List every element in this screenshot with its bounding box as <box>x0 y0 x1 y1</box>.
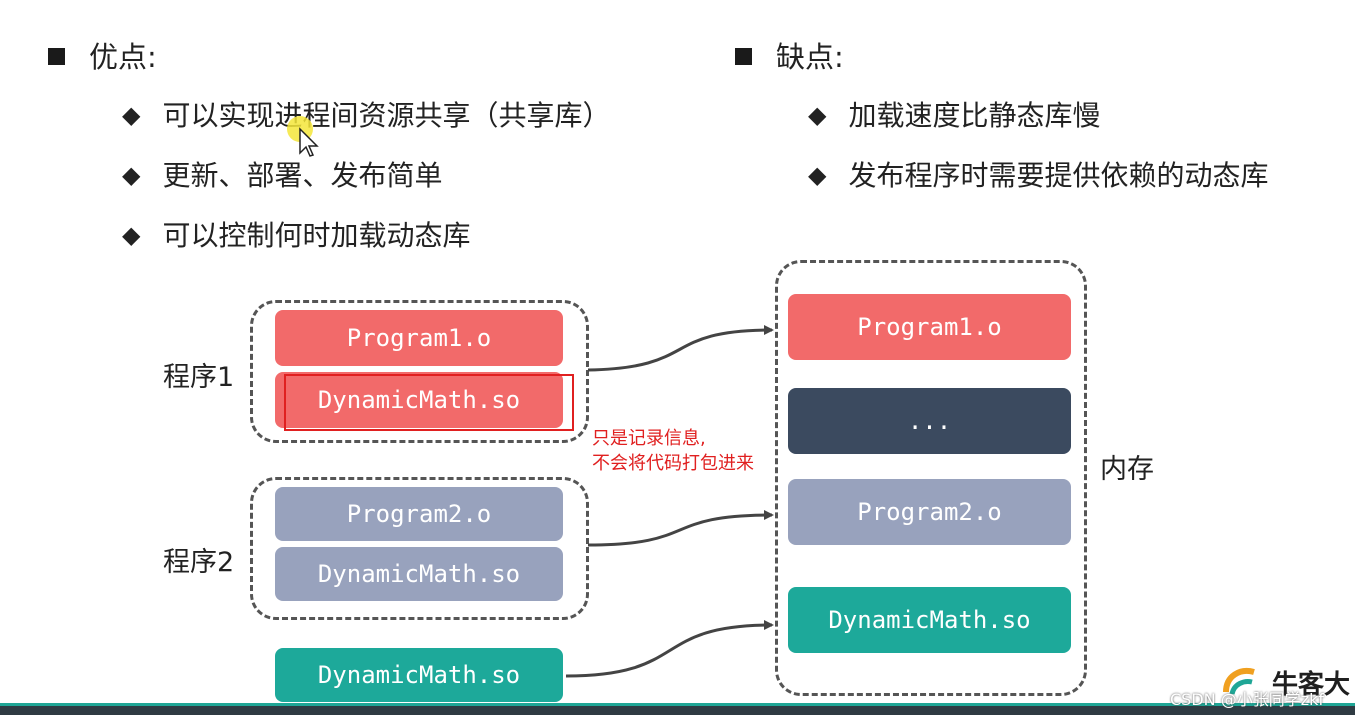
disadvantage-item-text: 发布程序时需要提供依赖的动态库 <box>848 159 1269 192</box>
diamond-bullet-icon: ◆ <box>808 101 827 129</box>
advantage-item-text: 可以控制何时加载动态库 <box>162 219 471 252</box>
annotation-note: 只是记录信息, 不会将代码打包进来 <box>592 426 754 476</box>
advantage-item: ◆ 更新、部署、发布简单 <box>122 154 442 194</box>
highlight-box <box>284 374 574 431</box>
program2-group <box>250 477 589 620</box>
advantage-item: ◆ 可以控制何时加载动态库 <box>122 214 470 254</box>
advantage-item-text: 更新、部署、发布简单 <box>162 159 443 192</box>
disadvantages-heading-text: 缺点: <box>776 40 844 74</box>
watermark: CSDN @小张同学zkf <box>1170 690 1325 709</box>
program1-label: 程序1 <box>163 362 235 393</box>
memory-program1-block: Program1.o <box>788 294 1071 360</box>
program1-object-block: Program1.o <box>275 310 563 366</box>
disadvantage-item: ◆ 发布程序时需要提供依赖的动态库 <box>808 154 1268 194</box>
advantage-item: ◆ 可以实现进程间资源共享（共享库） <box>122 94 610 134</box>
advantages-heading-text: 优点: <box>89 40 157 74</box>
diamond-bullet-icon: ◆ <box>808 161 827 189</box>
diamond-bullet-icon: ◆ <box>122 161 141 189</box>
arrow-standalone <box>565 620 774 678</box>
program2-object-block: Program2.o <box>275 487 563 541</box>
memory-group <box>775 260 1087 696</box>
memory-label: 内存 <box>1100 454 1154 485</box>
diamond-bullet-icon: ◆ <box>122 221 141 249</box>
program2-label: 程序2 <box>163 547 235 578</box>
advantages-heading: 优点: <box>48 34 157 76</box>
footer-bar <box>0 703 1355 715</box>
square-bullet-icon <box>735 47 752 65</box>
disadvantage-item-text: 加载速度比静态库慢 <box>848 99 1101 132</box>
advantage-item-text: 可以实现进程间资源共享（共享库） <box>162 99 611 132</box>
logo-text: 牛客大 <box>1272 670 1351 700</box>
annotation-line: 只是记录信息, <box>592 428 706 449</box>
program2-dynamicmath-block: DynamicMath.so <box>275 547 563 601</box>
mouse-cursor-icon <box>286 115 320 163</box>
program1-dynamicmath-block: DynamicMath.so <box>275 372 563 428</box>
logo-icon <box>1218 664 1260 708</box>
diamond-bullet-icon: ◆ <box>122 101 141 129</box>
memory-program2-block: Program2.o <box>788 479 1071 545</box>
square-bullet-icon <box>48 47 65 65</box>
arrow-program1 <box>587 325 774 372</box>
annotation-line: 不会将代码打包进来 <box>592 453 754 474</box>
arrow-program2 <box>587 510 774 547</box>
standalone-dynamicmath-block: DynamicMath.so <box>275 648 563 702</box>
program1-group <box>250 300 589 443</box>
disadvantages-heading: 缺点: <box>735 34 844 76</box>
disadvantage-item: ◆ 加载速度比静态库慢 <box>808 94 1100 134</box>
memory-dynamicmath-block: DynamicMath.so <box>788 587 1071 653</box>
memory-ellipsis-block: ... <box>788 388 1071 454</box>
